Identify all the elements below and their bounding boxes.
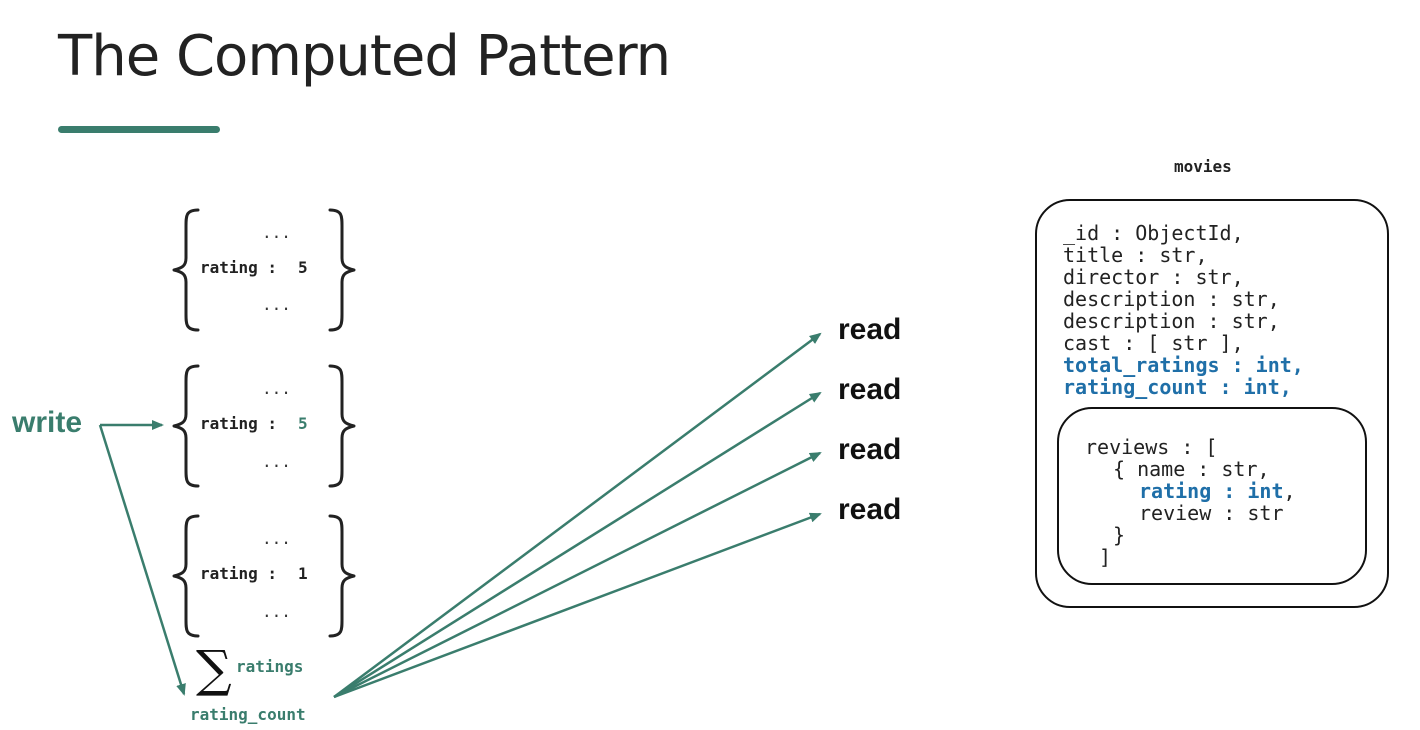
read-arrow-3 [333,451,822,699]
reviews-open: reviews : [ [1085,435,1217,459]
schema-field: description : str, [1063,309,1280,333]
ellipsis-bottom: ... [262,295,291,314]
schema-field: cast : [ str ], [1063,331,1244,355]
sum-ratings-label: ratings [236,657,303,676]
rating-document-3: ... rating : 1 ... [172,514,356,638]
rating-key: rating : [200,564,277,583]
review-item-open: { name : str, [1113,457,1270,481]
left-brace [172,208,200,332]
read-label: read [838,433,901,466]
schema-field-computed: rating_count : int, [1063,375,1292,399]
review-item-close: } [1113,523,1125,547]
rating-value: 5 [298,258,308,277]
slide-title: The Computed Pattern [58,24,671,89]
left-brace [172,514,200,638]
title-underline [58,126,220,133]
read-label: read [838,313,901,346]
ellipsis-top: ... [262,223,291,242]
right-brace [328,208,356,332]
read-arrow-1 [333,332,822,699]
schema-field: description : str, [1063,287,1280,311]
schema-field: _id : ObjectId, [1063,221,1244,245]
rating-key: rating : [200,258,277,277]
rating-value-highlighted: 5 [298,414,308,433]
schema-field: director : str, [1063,265,1244,289]
ellipsis-top: ... [262,529,291,548]
review-review-field: review : str [1139,501,1284,525]
read-label: read [838,493,901,526]
rating-value: 1 [298,564,308,583]
reviews-subdocument-box [1057,407,1367,585]
write-to-rating-count-arrow [98,424,186,696]
right-brace [328,514,356,638]
reviews-close: ] [1099,545,1111,569]
collection-name: movies [1174,157,1232,176]
write-label: write [11,406,82,439]
sigma-symbol: ∑ [196,640,232,698]
right-brace [328,364,356,488]
review-rating-comma: , [1284,479,1296,503]
ellipsis-top: ... [262,379,291,398]
read-arrow-2 [333,391,822,699]
left-brace [172,364,200,488]
ellipsis-bottom: ... [262,602,291,621]
rating-document-2: ... rating : 5 ... [172,364,356,488]
review-rating-highlight: rating : int [1139,479,1284,503]
rating-count-label: rating_count [190,705,306,724]
schema-field: title : str, [1063,243,1208,267]
review-rating-field: rating : int, [1139,479,1296,503]
read-label: read [838,373,901,406]
read-arrow-4 [333,512,822,699]
schema-field-computed: total_ratings : int, [1063,353,1304,377]
ellipsis-bottom: ... [262,452,291,471]
rating-document-1: ... rating : 5 ... [172,208,356,332]
movies-schema: movies _id : ObjectId, title : str, dire… [1035,157,1389,608]
rating-key: rating : [200,414,277,433]
